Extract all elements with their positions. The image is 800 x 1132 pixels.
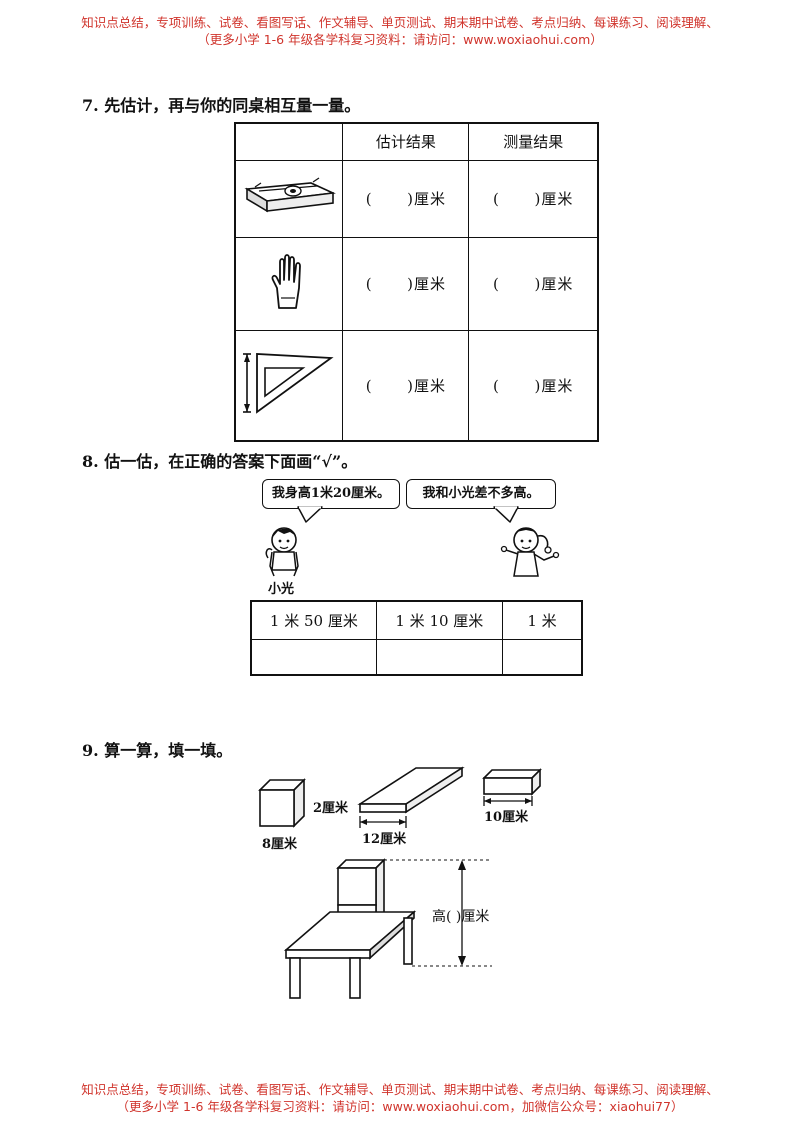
q7-table: 估计结果 测量结果 ( )厘米 ( )厘米 ( bbox=[234, 122, 599, 442]
table-row: ( )厘米 ( )厘米 bbox=[234, 329, 599, 442]
q8-option-1: 1 米 50 厘米 bbox=[250, 600, 377, 640]
q8-answer-cell-3[interactable] bbox=[501, 638, 583, 676]
set-square-icon bbox=[234, 329, 344, 442]
boy-name: 小光 bbox=[268, 582, 295, 597]
girl-icon bbox=[500, 527, 560, 577]
header-line-2: （更多小学 1-6 年级各学科复习资料：请访问：www.woxiaohui.co… bbox=[197, 32, 603, 47]
boy-icon bbox=[265, 527, 299, 577]
q8-answer-cell-1[interactable] bbox=[250, 638, 377, 676]
table-row: ( )厘米 ( )厘米 bbox=[234, 159, 599, 238]
speech-bubble-girl: 我和小光差不多高。 bbox=[406, 479, 556, 509]
q7-header-blank bbox=[234, 122, 344, 161]
height-label[interactable]: 高( )厘米 bbox=[432, 909, 490, 925]
bubble-tail-girl bbox=[493, 506, 519, 523]
q7-estimate-cell-2[interactable]: ( )厘米 bbox=[342, 236, 470, 331]
q7-estimate-cell-3[interactable]: ( )厘米 bbox=[342, 329, 470, 442]
footer-line-2: （更多小学 1-6 年级各学科复习资料：请访问：www.woxiaohui.co… bbox=[116, 1099, 684, 1114]
footer-banner: 知识点总结，专项训练、试卷、看图写话、作文辅导、单页测试、期末期中试卷、考点归纳… bbox=[0, 1081, 800, 1115]
board-icon bbox=[357, 766, 465, 828]
q8-options-row: 1 米 50 厘米 1 米 10 厘米 1 米 bbox=[250, 600, 583, 640]
pencil-case-icon bbox=[234, 159, 344, 238]
hand-icon bbox=[234, 236, 344, 331]
q8-answer-cell-2[interactable] bbox=[375, 638, 503, 676]
q7-estimate-cell-1[interactable]: ( )厘米 bbox=[342, 159, 470, 238]
box-icon bbox=[482, 768, 542, 806]
q8-option-3: 1 米 bbox=[501, 600, 583, 640]
box-label: 10厘米 bbox=[484, 810, 529, 825]
bubble-tail-boy bbox=[297, 506, 323, 523]
q7-header-measure: 测量结果 bbox=[468, 122, 599, 161]
board-thickness-label: 2厘米 bbox=[313, 801, 349, 816]
q8-answer-row bbox=[250, 638, 583, 676]
q7-title: 7. 先估计，再与你的同桌相互量一量。 bbox=[82, 96, 361, 115]
cube-icon bbox=[258, 778, 306, 828]
q8-options-table: 1 米 50 厘米 1 米 10 厘米 1 米 bbox=[250, 600, 583, 676]
footer-line-1: 知识点总结，专项训练、试卷、看图写话、作文辅导、单页测试、期末期中试卷、考点归纳… bbox=[81, 1082, 719, 1097]
q8-title: 8. 估一估，在正确的答案下面画“√”。 bbox=[82, 452, 358, 471]
desk-with-cubes-icon bbox=[283, 858, 492, 999]
speech-bubble-boy: 我身高1米20厘米。 bbox=[262, 479, 400, 509]
q8-option-2: 1 米 10 厘米 bbox=[375, 600, 503, 640]
q7-measure-cell-1[interactable]: ( )厘米 bbox=[468, 159, 599, 238]
board-length-label: 12厘米 bbox=[362, 832, 407, 847]
header-line-1: 知识点总结，专项训练、试卷、看图写话、作文辅导、单页测试、期末期中试卷、考点归纳… bbox=[81, 15, 719, 30]
q7-header-estimate: 估计结果 bbox=[342, 122, 470, 161]
cube-label: 8厘米 bbox=[262, 837, 298, 852]
table-row: ( )厘米 ( )厘米 bbox=[234, 236, 599, 331]
q7-header-row: 估计结果 测量结果 bbox=[234, 122, 599, 161]
q9-title: 9. 算一算，填一填。 bbox=[82, 741, 233, 760]
q7-measure-cell-3[interactable]: ( )厘米 bbox=[468, 329, 599, 442]
q7-measure-cell-2[interactable]: ( )厘米 bbox=[468, 236, 599, 331]
header-banner: 知识点总结，专项训练、试卷、看图写话、作文辅导、单页测试、期末期中试卷、考点归纳… bbox=[0, 14, 800, 48]
